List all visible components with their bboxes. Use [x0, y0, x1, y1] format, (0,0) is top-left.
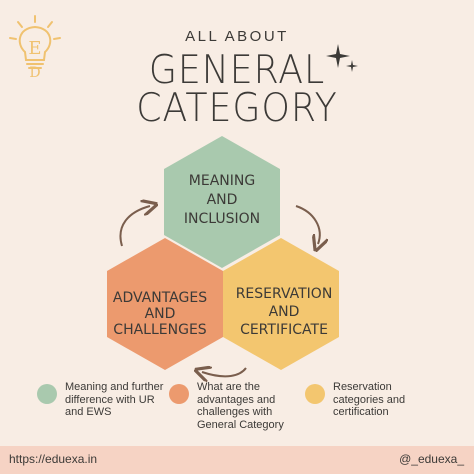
social-handle[interactable]: @_eduexa_ — [399, 452, 464, 466]
footer-bar — [0, 446, 474, 474]
logo-letter-d: D — [29, 65, 40, 80]
hex-reservation-line3: CERTIFICATE — [240, 322, 328, 338]
eduexa-logo: E D — [9, 15, 61, 80]
kicker-title: ALL ABOUT — [185, 28, 289, 45]
hex-meaning-line2: AND — [207, 192, 238, 208]
legend-dot-reservation — [305, 384, 325, 404]
page-title-line2: CATEGORY — [136, 86, 338, 131]
arrow-advantages-to-meaning — [119, 206, 150, 247]
legend-text-reservation: Reservation categories and certification — [333, 381, 406, 418]
arrow-reservation-to-advantages — [202, 368, 247, 376]
logo-letter-e: E — [28, 38, 41, 59]
hex-advantages-line1: ADVANTAGES — [113, 290, 207, 306]
arrow-meaning-to-reservation — [295, 205, 320, 244]
legend-dot-meaning — [37, 384, 57, 404]
hexagon-advantages — [107, 238, 223, 370]
hex-meaning-line3: INCLUSION — [184, 211, 260, 227]
hex-reservation-line2: AND — [269, 304, 300, 320]
legend-text-advantages: What are the advantages and challenges w… — [197, 381, 284, 431]
hex-advantages-line3: CHALLENGES — [113, 322, 206, 338]
hex-advantages-line2: AND — [145, 306, 176, 322]
website-link[interactable]: https://eduexa.in — [9, 452, 98, 466]
hexagon-meaning — [164, 136, 280, 268]
page-title-line1: GENERAL — [148, 48, 326, 93]
hex-meaning-line1: MEANING — [189, 173, 255, 189]
hex-reservation-line1: RESERVATION — [236, 286, 333, 302]
legend-dot-advantages — [169, 384, 189, 404]
hexagon-reservation — [223, 238, 339, 370]
sparkle-icon — [326, 44, 358, 72]
legend-text-meaning: Meaning and further difference with UR a… — [65, 381, 164, 418]
